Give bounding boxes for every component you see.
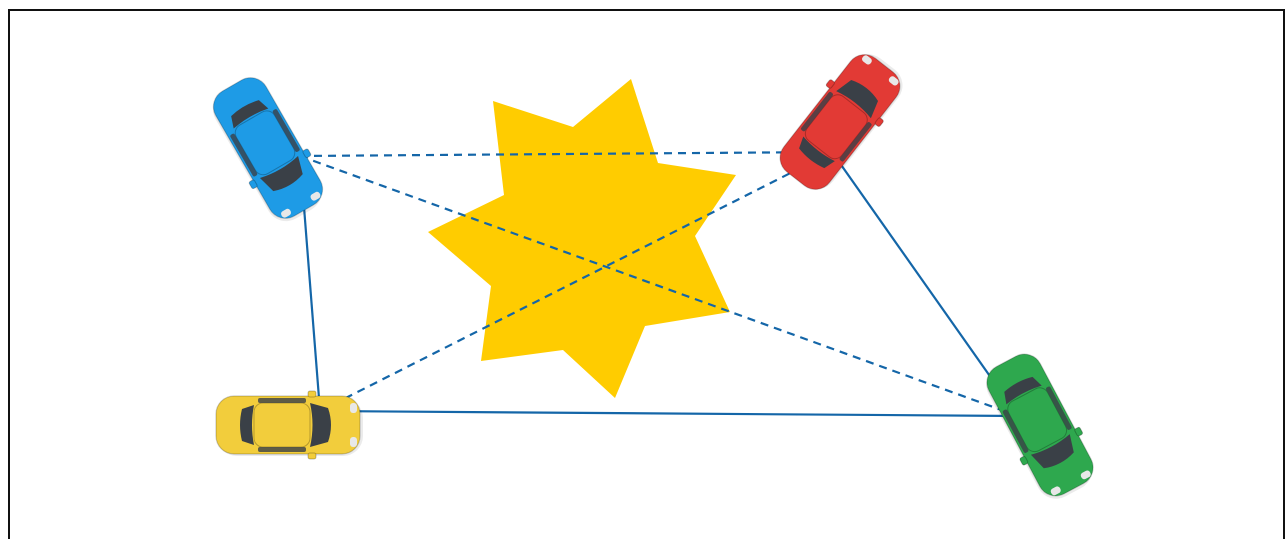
car-layer: [212, 54, 1094, 499]
obstacle-burst-icon: [428, 79, 736, 398]
dashed-link-blue-green: [299, 154, 1019, 418]
dashed-link-yellow-red: [319, 151, 833, 412]
blue-car-icon: [212, 77, 324, 222]
dashed-link-blue-red: [299, 150, 833, 158]
yellow-car-icon: [215, 390, 363, 460]
green-car-icon: [986, 353, 1094, 499]
link-layer: [298, 150, 1019, 418]
solid-link-yellow-green: [319, 409, 1019, 418]
red-car-icon: [779, 54, 903, 190]
solid-link-red-green: [831, 151, 1019, 417]
